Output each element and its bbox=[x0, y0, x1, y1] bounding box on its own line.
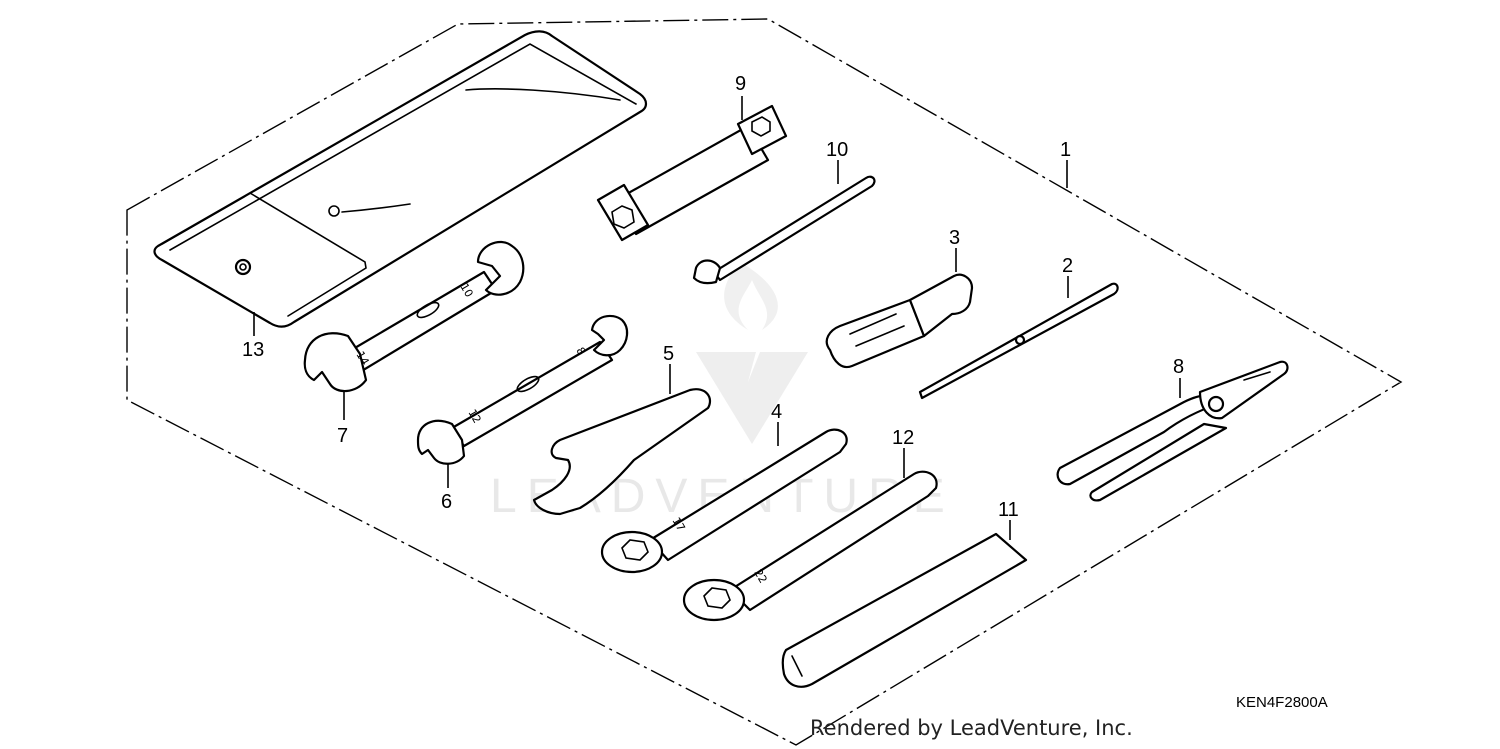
box-end-wrench-17: 17 bbox=[600, 428, 848, 574]
callout-13: 13 bbox=[242, 339, 264, 361]
screwdriver-grip-bar bbox=[692, 175, 876, 285]
diagram-reference-code: KEN4F2800A bbox=[1236, 694, 1328, 711]
box-end-wrench-22: 22 bbox=[682, 470, 938, 622]
handle-grip-sleeve bbox=[781, 532, 1028, 688]
svg-text:22: 22 bbox=[751, 567, 769, 586]
callout-8: 8 bbox=[1173, 356, 1184, 378]
tool-bag bbox=[153, 30, 648, 328]
callout-11: 11 bbox=[998, 499, 1019, 521]
callout-2: 2 bbox=[1062, 255, 1073, 277]
render-credit: Rendered by LeadVenture, Inc. bbox=[810, 716, 1133, 740]
callout-7: 7 bbox=[337, 425, 348, 447]
callout-10: 10 bbox=[826, 139, 848, 161]
svg-text:14: 14 bbox=[353, 349, 371, 368]
spark-plug-socket-wrench bbox=[596, 104, 788, 242]
pin-spanner-wrench bbox=[532, 388, 712, 516]
kit-boundary-outline bbox=[126, 18, 1403, 746]
callout-3: 3 bbox=[949, 227, 960, 249]
callout-12: 12 bbox=[892, 427, 914, 449]
callout-5: 5 bbox=[663, 343, 674, 365]
svg-text:17: 17 bbox=[669, 515, 687, 534]
callout-9: 9 bbox=[735, 73, 746, 95]
screwdriver-shaft bbox=[918, 282, 1119, 400]
svg-text:10: 10 bbox=[457, 281, 475, 300]
slip-joint-pliers bbox=[1056, 360, 1289, 502]
callout-4: 4 bbox=[771, 401, 782, 423]
screwdriver-handle bbox=[825, 273, 974, 369]
callout-labels: 1 2 3 4 5 6 7 8 9 10 11 12 13 bbox=[242, 73, 1184, 540]
open-end-wrench-14x10: 14 10 bbox=[303, 240, 525, 393]
callout-1: 1 bbox=[1060, 139, 1071, 161]
svg-text:12: 12 bbox=[465, 407, 483, 426]
callout-6: 6 bbox=[441, 491, 452, 513]
open-end-wrench-12x8: 12 8 bbox=[416, 314, 629, 465]
